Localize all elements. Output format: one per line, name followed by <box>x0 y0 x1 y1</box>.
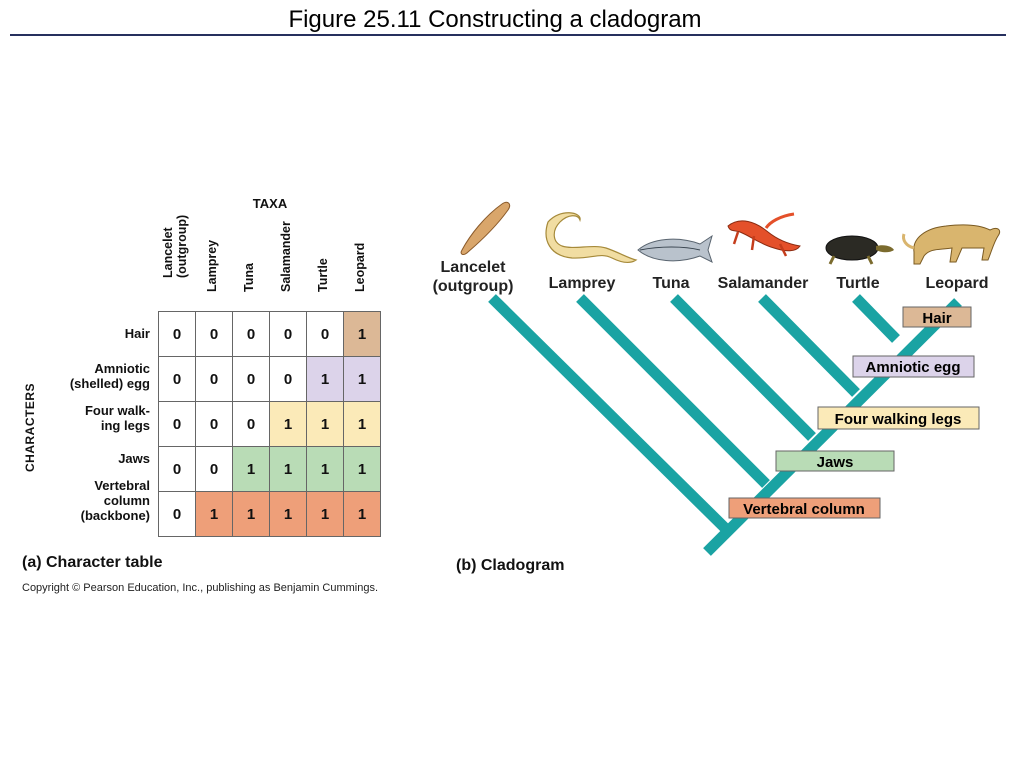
svg-text:Four walking legs: Four walking legs <box>835 411 962 428</box>
character-bar-amniotic-egg: Amniotic egg <box>852 355 975 378</box>
row-label-jaws: Jaws <box>118 451 150 466</box>
row-label-vertebral-column: Vertebral column (backbone) <box>80 478 150 523</box>
svg-text:Hair: Hair <box>922 310 951 327</box>
character-bar-four-walking-legs: Four walking legs <box>817 406 980 430</box>
branch-turtle <box>852 294 900 343</box>
taxon-label-salamander: Salamander <box>718 275 809 292</box>
matrix-cell: 0 <box>269 356 307 402</box>
matrix-cell: 1 <box>306 491 344 537</box>
character-bar-jaws: Jaws <box>775 450 895 472</box>
matrix-cell: 0 <box>158 491 196 537</box>
copyright-notice: Copyright © Pearson Education, Inc., pub… <box>22 582 379 594</box>
svg-text:Amniotic egg: Amniotic egg <box>865 359 960 376</box>
leopard-icon <box>902 224 1001 265</box>
matrix-cell: 0 <box>158 311 196 357</box>
matrix-cell: 1 <box>232 446 270 492</box>
caption-cladogram: (b) Cladogram <box>456 557 565 574</box>
row-label-amniotic-egg: Amniotic (shelled) egg <box>69 361 150 391</box>
matrix-cell: 1 <box>343 491 381 537</box>
taxon-label-lancelet: Lancelet(outgroup) <box>433 259 514 295</box>
svg-text:Vertebral column: Vertebral column <box>743 501 865 518</box>
slide-title: Figure 25.11 Constructing a cladogram <box>288 6 702 33</box>
matrix-cell: 1 <box>343 356 381 402</box>
salamander-icon <box>727 212 801 257</box>
branch-lancelet <box>488 294 732 535</box>
matrix-cell: 1 <box>306 401 344 447</box>
matrix-cell: 1 <box>195 491 233 537</box>
lamprey-icon <box>545 212 638 264</box>
title-divider <box>10 34 1006 36</box>
matrix-cell: 0 <box>232 356 270 402</box>
matrix-cell: 0 <box>158 446 196 492</box>
matrix-cell: 0 <box>232 311 270 357</box>
matrix-cell: 0 <box>306 311 344 357</box>
taxon-label-lamprey: Lamprey <box>549 275 616 292</box>
matrix-cell: 1 <box>269 401 307 447</box>
matrix-cell: 0 <box>232 401 270 447</box>
taxa-heading: TAXA <box>252 196 288 211</box>
matrix-cell: 1 <box>343 311 381 357</box>
character-bar-hair: Hair <box>902 306 972 328</box>
caption-character-table: (a) Character table <box>22 554 163 571</box>
matrix-cell: 1 <box>306 356 344 402</box>
row-label-four-walking-legs: Four walk- ing legs <box>84 403 150 433</box>
taxon-label-leopard: Leopard <box>925 275 988 292</box>
matrix-cell: 0 <box>158 356 196 402</box>
character-bar-vertebral-column: Vertebral column <box>728 497 881 519</box>
branch-lamprey <box>576 294 770 488</box>
branch-salamander <box>758 294 860 397</box>
svg-text:Jaws: Jaws <box>817 454 854 471</box>
matrix-cell: 1 <box>306 446 344 492</box>
taxon-label-turtle: Turtle <box>836 275 879 292</box>
taxon-label-tuna: Tuna <box>652 275 689 292</box>
matrix-cell: 1 <box>232 491 270 537</box>
row-label-hair: Hair <box>124 326 150 341</box>
tuna-icon <box>637 234 713 263</box>
turtle-icon <box>825 235 894 265</box>
lancelet-icon <box>460 201 511 255</box>
branch-tuna <box>670 294 816 441</box>
matrix-cell: 0 <box>195 401 233 447</box>
